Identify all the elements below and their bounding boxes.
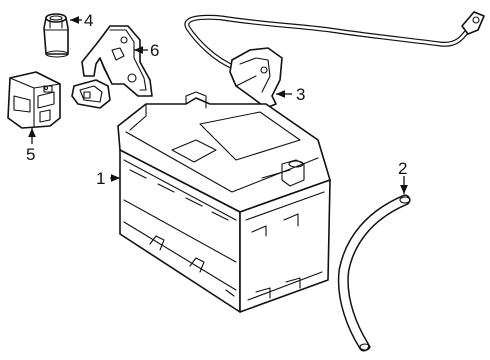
callout-2: 2: [398, 159, 407, 178]
callout-4: 4: [84, 11, 93, 30]
callout-6: 6: [150, 41, 159, 60]
relay-module-icon: [7, 71, 61, 129]
battery-icon: [117, 91, 331, 313]
relay-bracket-holder-icon: [71, 79, 111, 109]
callout-1: 1: [96, 169, 105, 188]
leader-lines: [28, 16, 408, 194]
callout-labels: 1 2 3 4 5 6: [26, 11, 407, 188]
callout-5: 5: [26, 145, 35, 164]
mounting-bracket-icon: [81, 25, 153, 97]
vent-hose-icon: [337, 194, 411, 352]
fuse-icon: [43, 13, 69, 58]
battery-cable-icon: [184, 11, 485, 109]
callout-3: 3: [296, 85, 305, 104]
